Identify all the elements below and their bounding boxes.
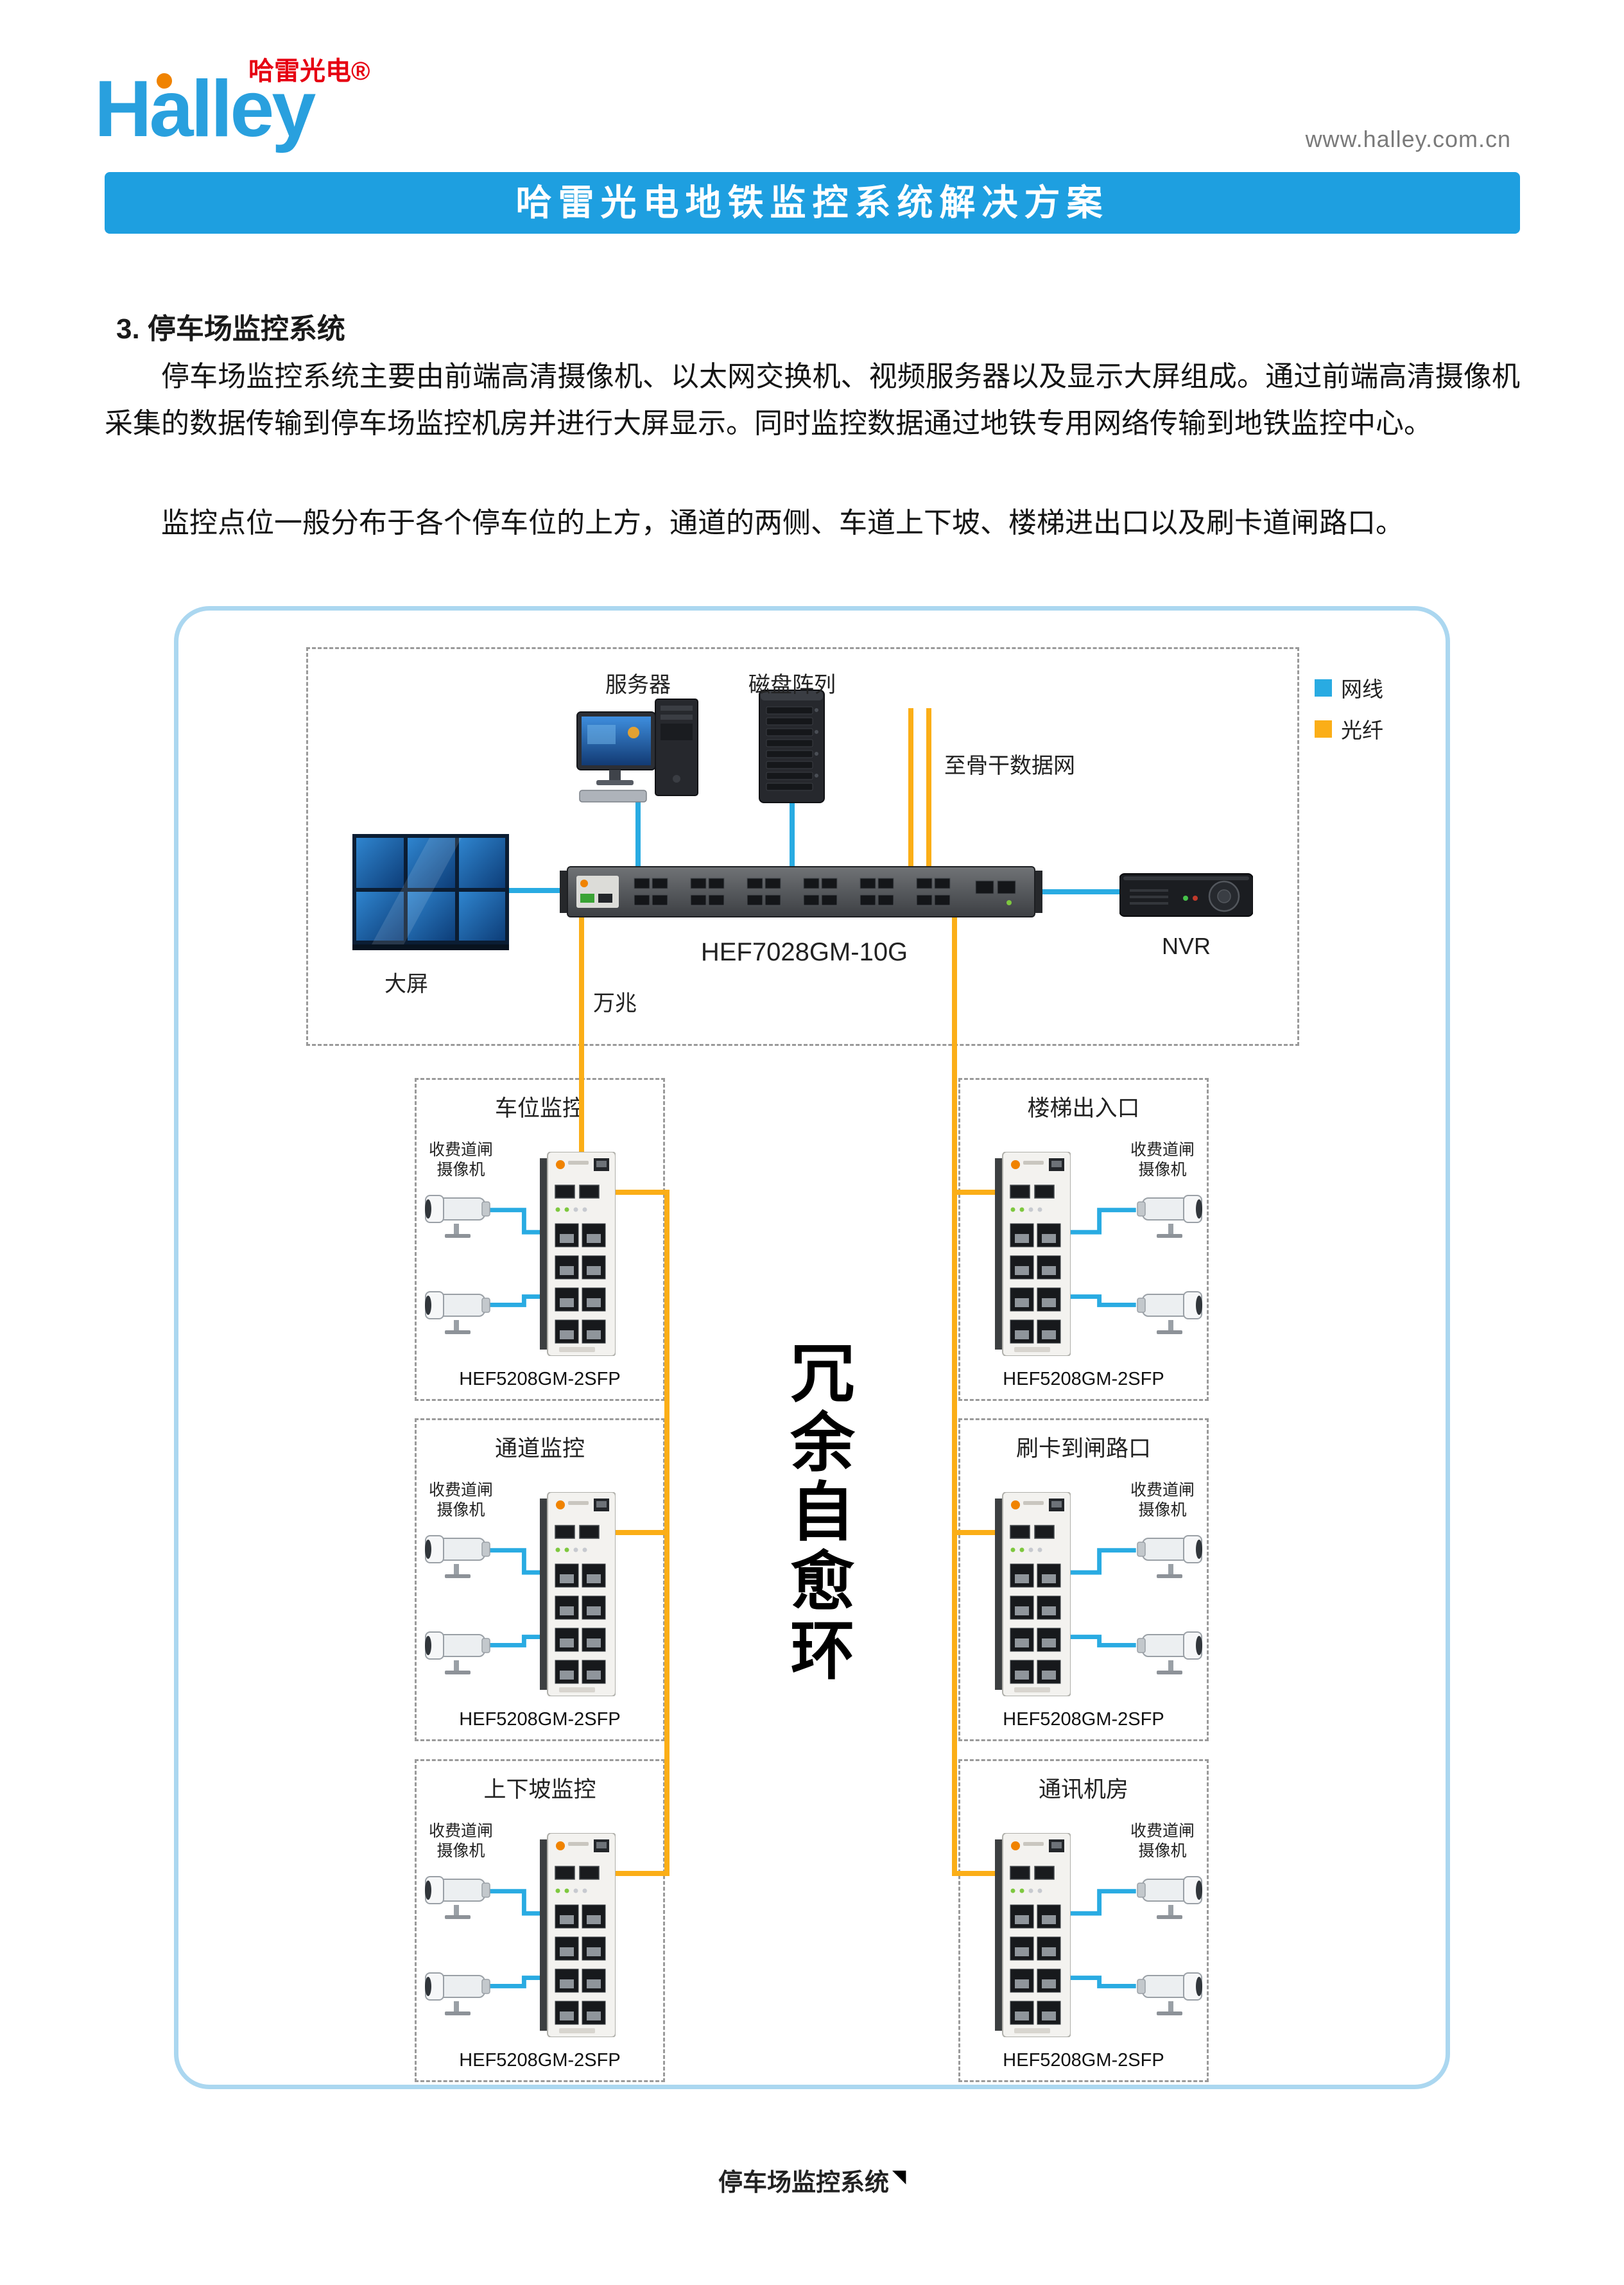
monitor-box-parking-space: 车位监控 收费道闸摄像机 HEF5208GM-2SFP xyxy=(415,1078,665,1401)
box-title: 通讯机房 xyxy=(1038,1777,1128,1802)
monitor-box-card-gate: 刷卡到闸路口 收费道闸摄像机 HEF5208GM-2SFP xyxy=(958,1418,1209,1741)
switch-model-label: HEF5208GM-2SFP xyxy=(459,2050,621,2071)
toll-camera-label: 收费道闸摄像机 xyxy=(1130,1141,1195,1179)
access-switch-illustration xyxy=(995,1833,1071,2037)
title-banner: 哈雷光电地铁监控系统解决方案 xyxy=(105,172,1520,234)
halley-logo: Halley 哈雷光电® xyxy=(94,50,441,162)
switch-model-label: HEF5208GM-2SFP xyxy=(459,1369,621,1389)
video-wall-illustration xyxy=(352,834,509,950)
paragraph-2: 监控点位一般分布于各个停车位的上方，通道的两侧、车道上下坡、楼梯进出口以及刷卡道… xyxy=(161,507,1404,539)
legend-label: 网线 xyxy=(1341,677,1383,701)
connection-lines xyxy=(505,708,1123,1876)
caption-text: 停车场监控系统 xyxy=(718,2169,889,2196)
access-switch-illustration xyxy=(995,1152,1071,1356)
box-title: 上下坡监控 xyxy=(483,1777,596,1802)
figure-caption: 停车场监控系统◥ xyxy=(619,2162,1005,2198)
switch-model-label: HEF5208GM-2SFP xyxy=(1003,2050,1164,2071)
monitor-box-passage: 通道监控 收费道闸摄像机 HEF5208GM-2SFP xyxy=(415,1418,665,1741)
toll-camera-label: 收费道闸摄像机 xyxy=(428,1822,493,1860)
toll-camera-label: 收费道闸摄像机 xyxy=(1130,1481,1195,1519)
box-title: 通道监控 xyxy=(494,1436,585,1461)
server-illustration xyxy=(574,695,705,812)
network-cable-swatch xyxy=(1315,679,1332,697)
toll-camera-label: 收费道闸摄像机 xyxy=(428,1481,493,1519)
camera-link-lines xyxy=(1051,1889,1136,1988)
legend-fiber: 光纤 xyxy=(1315,713,1383,744)
camera-link-lines xyxy=(1051,1208,1136,1307)
switch-model-label: HEF5208GM-2SFP xyxy=(459,1709,621,1730)
monitor-box-ramp: 上下坡监控 收费道闸摄像机 HEF5208GM-2SFP xyxy=(415,1759,665,2082)
bullet-camera-icon xyxy=(420,1188,497,1243)
website-url: www.halley.com.cn xyxy=(1305,126,1511,152)
caption-mark-icon: ◥ xyxy=(893,2166,906,2185)
bullet-camera-icon xyxy=(1130,1869,1207,1924)
disk-array-illustration xyxy=(757,688,827,805)
ring-label: 冗余自愈环 xyxy=(781,1339,852,1686)
server-label: 服务器 xyxy=(605,673,671,697)
nvr-label: NVR xyxy=(1161,933,1211,959)
bullet-camera-icon xyxy=(420,1624,497,1680)
box-title: 刷卡到闸路口 xyxy=(1015,1436,1151,1461)
monitor-box-stair-exit: 楼梯出入口 收费道闸摄像机 HEF5208GM-2SFP xyxy=(958,1078,1209,1401)
access-switch-illustration xyxy=(540,1492,616,1696)
monitor-box-comm-room: 通讯机房 收费道闸摄像机 HEF5208GM-2SFP xyxy=(958,1759,1209,2082)
access-switch-illustration xyxy=(540,1833,616,2037)
nvr-illustration xyxy=(1119,870,1253,919)
logo-lens-icon xyxy=(157,73,172,89)
access-switch-illustration xyxy=(540,1152,616,1356)
toll-camera-label: 收费道闸摄像机 xyxy=(428,1141,493,1179)
switch-model-label: HEF5208GM-2SFP xyxy=(1003,1369,1164,1389)
ten-gig-label: 万兆 xyxy=(593,991,637,1016)
backbone-network-label: 至骨干数据网 xyxy=(944,754,1075,778)
bullet-camera-icon xyxy=(1130,1284,1207,1339)
bullet-camera-icon xyxy=(1130,1528,1207,1583)
paragraph-1: 停车场监控系统主要由前端高清摄像机、以太网交换机、视频服务器以及显示大屏组成。通… xyxy=(105,361,1520,439)
control-room-group-box xyxy=(306,647,1299,1046)
bullet-camera-icon xyxy=(1130,1188,1207,1243)
fiber-swatch xyxy=(1315,720,1332,738)
bullet-camera-icon xyxy=(1130,1624,1207,1680)
core-switch-illustration xyxy=(560,863,1042,921)
legend-label: 光纤 xyxy=(1341,718,1383,742)
bullet-camera-icon xyxy=(420,1965,497,2020)
bullet-camera-icon xyxy=(1130,1965,1207,2020)
big-screen-label: 大屏 xyxy=(384,972,428,996)
legend-network-cable: 网线 xyxy=(1315,672,1383,703)
banner-title: 哈雷光电地铁监控系统解决方案 xyxy=(515,182,1109,223)
switch-model-label: HEF5208GM-2SFP xyxy=(1003,1709,1164,1730)
section-heading: 3. 停车场监控系统 xyxy=(116,313,345,345)
box-title: 楼梯出入口 xyxy=(1027,1096,1140,1121)
box-title: 车位监控 xyxy=(494,1096,585,1121)
bullet-camera-icon xyxy=(420,1869,497,1924)
logo-text: Halley xyxy=(94,65,316,153)
disk-array-label: 磁盘阵列 xyxy=(748,673,836,697)
bullet-camera-icon xyxy=(420,1284,497,1339)
logo-chinese-text: 哈雷光电® xyxy=(248,57,370,85)
topology-diagram: 网线 光纤 服务器 磁盘阵列 至骨干数据网 大屏 HEF7028GM-10G N… xyxy=(174,606,1450,2089)
camera-link-lines xyxy=(1051,1548,1136,1647)
bullet-camera-icon xyxy=(420,1528,497,1583)
toll-camera-label: 收费道闸摄像机 xyxy=(1130,1822,1195,1860)
core-switch-model-label: HEF7028GM-10G xyxy=(700,938,908,966)
access-switch-illustration xyxy=(995,1492,1071,1696)
